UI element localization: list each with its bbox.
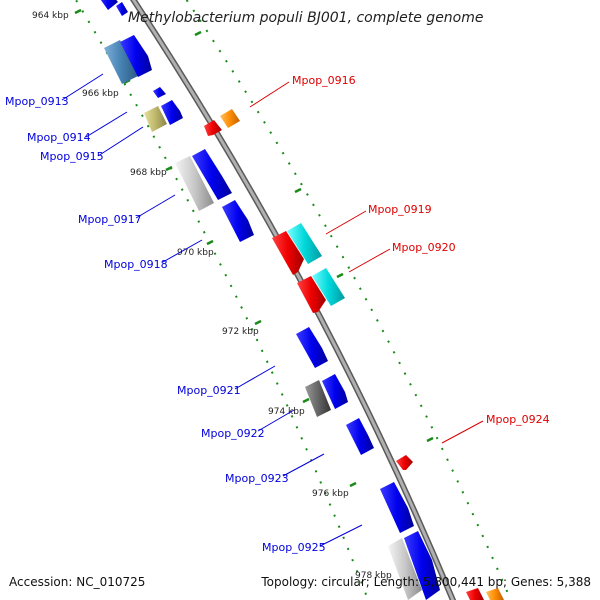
connector-mpop-0920 [348,248,391,273]
connector-mpop-0921 [234,365,276,390]
feature-silver [175,156,214,211]
feature-cds-forward [222,200,254,242]
feature-cyan [312,268,345,306]
connector-mpop-0913 [61,73,104,101]
feature-cds-forward [161,100,183,125]
feature-cds-forward [120,35,152,77]
tick-label: 978 kbp [355,571,392,581]
feature-cds-forward [192,149,232,200]
tick-label: 966 kbp [82,89,119,99]
gene-label-mpop-0917[interactable]: Mpop_0917 [78,213,142,226]
gene-label-mpop-0921[interactable]: Mpop_0921 [177,384,241,397]
tick-dot-lanes [74,0,512,600]
gene-labels: Mpop_0913 Mpop_0914 Mpop_0915 Mpop_0917 … [5,74,550,554]
gene-label-mpop-0919[interactable]: Mpop_0919 [368,203,432,216]
tick-labels: 964 kbp 966 kbp 968 kbp 970 kbp 972 kbp … [32,11,392,581]
tick-marks [74,8,434,488]
tick-mark [426,436,434,443]
gene-label-mpop-0923[interactable]: Mpop_0923 [225,472,289,485]
label-connectors [61,73,484,547]
feature-cds-reverse [466,588,484,600]
feature-cds-reverse [272,231,304,275]
tick-mark [349,481,357,488]
tick-mark [336,272,344,279]
feature-cds-reverse [204,120,222,136]
tick-mark [294,187,302,194]
feature-cds-forward [296,327,328,368]
genome-summary-text: Topology: circular; Length: 5,800,441 bp… [261,575,591,589]
connector-mpop-0923 [282,453,325,477]
connector-mpop-0918 [162,239,203,263]
gene-label-mpop-0922[interactable]: Mpop_0922 [201,427,265,440]
gene-label-mpop-0918[interactable]: Mpop_0918 [104,258,168,271]
outer-dot-lane [185,0,512,600]
gene-label-mpop-0913[interactable]: Mpop_0913 [5,95,69,108]
gene-label-mpop-0925[interactable]: Mpop_0925 [262,541,326,554]
feature-gray [305,380,331,417]
tick-label: 968 kbp [130,168,167,178]
feature-cds-forward [380,482,414,533]
connector-mpop-0915 [97,126,144,157]
feature-orange [486,588,504,600]
feature-khaki [144,106,167,132]
accession-text: Accession: NC_010725 [9,575,146,589]
tick-label: 974 kbp [268,407,305,417]
gene-label-mpop-0915[interactable]: Mpop_0915 [40,150,104,163]
feature-steelblue [104,40,138,84]
connector-mpop-0916 [249,81,290,108]
feature-orange [220,109,240,128]
connector-mpop-0919 [325,210,367,235]
tick-mark [206,239,214,246]
feature-cds-reverse [396,455,413,470]
tick-mark [302,397,310,404]
map-title: Methylobacterium populi BJ001, complete … [128,10,484,26]
tick-label: 972 kbp [222,327,259,337]
feature-cyan [287,223,322,264]
feature-cds-forward [100,0,118,10]
features [100,0,504,600]
feature-cds-forward [404,531,440,600]
feature-cds-forward [346,418,374,455]
gene-label-mpop-0914[interactable]: Mpop_0914 [27,131,91,144]
gene-label-mpop-0920[interactable]: Mpop_0920 [392,241,456,254]
tick-mark [254,319,262,326]
feature-cds-forward [153,87,166,98]
tick-label: 964 kbp [32,11,69,21]
feature-cds-forward [116,2,128,16]
connector-mpop-0922 [257,409,295,432]
tick-mark [194,30,202,37]
tick-mark [165,165,173,172]
gene-label-mpop-0916[interactable]: Mpop_0916 [292,74,356,87]
tick-label: 970 kbp [177,248,214,258]
gene-label-mpop-0924[interactable]: Mpop_0924 [486,413,550,426]
feature-cds-reverse [297,276,326,313]
tick-label: 976 kbp [312,489,349,499]
feature-cds-forward [322,374,348,409]
connector-mpop-0914 [85,111,128,138]
feature-silver [388,538,422,600]
tick-mark [74,8,82,15]
connector-mpop-0917 [135,194,176,219]
connector-mpop-0925 [319,524,363,547]
connector-mpop-0924 [441,420,484,444]
